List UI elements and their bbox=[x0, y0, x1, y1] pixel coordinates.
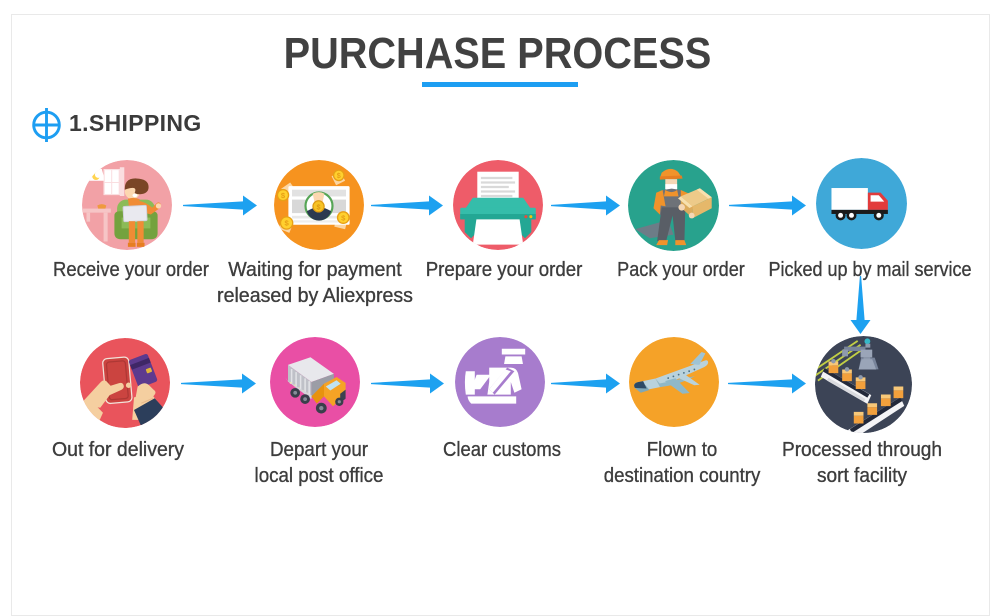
svg-text:$: $ bbox=[317, 203, 321, 212]
svg-text:$: $ bbox=[341, 213, 346, 222]
svg-text:$: $ bbox=[281, 191, 286, 200]
svg-text:$: $ bbox=[337, 171, 341, 180]
svg-text:$: $ bbox=[284, 219, 289, 228]
